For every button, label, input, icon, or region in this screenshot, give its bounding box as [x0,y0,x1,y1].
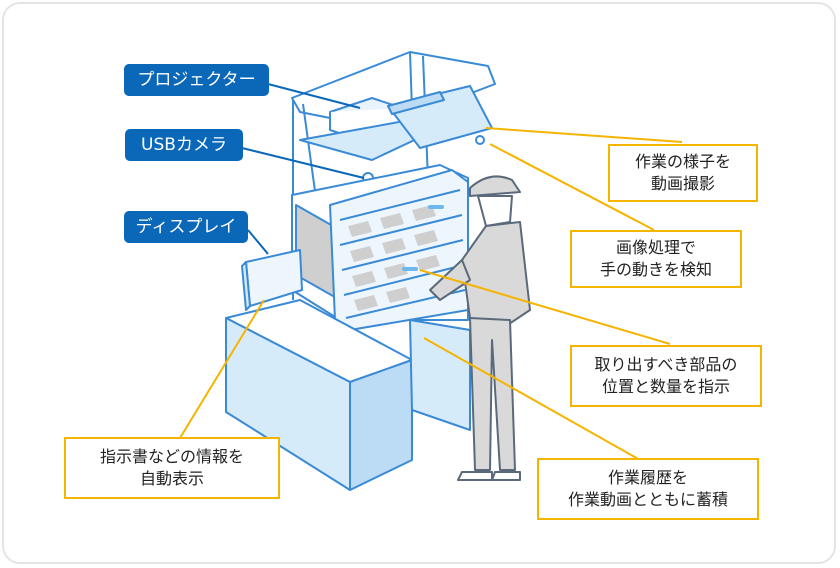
callout-show-instructions: 指示書などの情報を 自動表示 [64,437,280,499]
callout-line: 作業の様子を [634,152,731,171]
leader-store-history [423,337,641,461]
callout-line: 作業動画とともに蓄積 [567,490,728,509]
display-monitor [241,249,303,311]
work-desk [225,299,471,491]
leader-projector [267,83,361,109]
label-display: ディスプレイ [124,211,248,243]
leader-indicate-parts [419,269,671,345]
leader-display [247,229,269,255]
callout-line: 取り出すべき部品の [594,355,738,374]
callout-store-history: 作業履歴を 作業動画とともに蓄積 [537,458,759,520]
callout-record-work: 作業の様子を 動画撮影 [608,144,758,202]
callout-line: 動画撮影 [650,174,715,193]
callout-line: 画像処理で [615,238,696,257]
callout-line: 指示書などの情報を [99,447,244,466]
callout-indicate-parts: 取り出すべき部品の 位置と数量を指示 [570,345,762,407]
leader-detect-hand [489,143,655,231]
leader-usb-camera [241,147,365,179]
parts-rack [291,164,469,331]
callout-line: 作業履歴を [607,468,688,487]
label-usb-camera: USBカメラ [125,129,243,161]
worker-figure [429,175,531,481]
callout-detect-hand: 画像処理で 手の動きを検知 [570,230,742,288]
label-projector: プロジェクター [124,64,269,96]
callout-line: 手の動きを検知 [599,260,712,279]
leader-record-work [485,127,683,143]
callout-line: 位置と数量を指示 [601,377,730,396]
leader-show-instructions [179,299,265,439]
callout-line: 自動表示 [139,469,204,488]
